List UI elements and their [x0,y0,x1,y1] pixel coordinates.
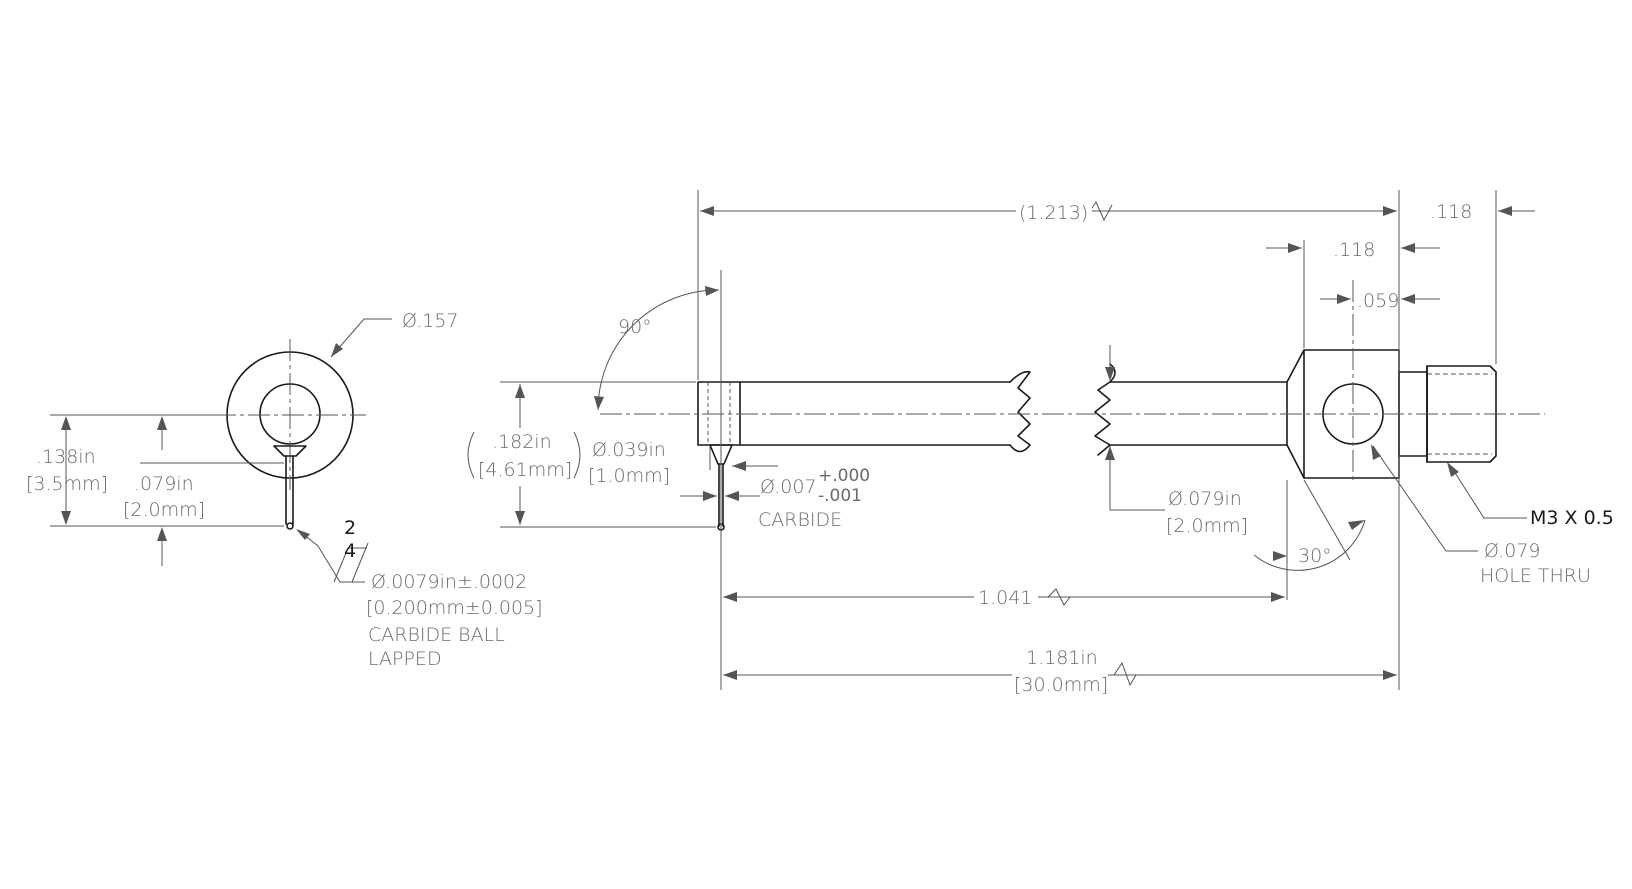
grade-slash [351,542,369,583]
shaft-dia-mm-label: [2.0mm] [1166,515,1248,537]
grade-symbol [333,547,367,583]
leader-thread [1449,464,1527,519]
tip-cone [709,444,733,465]
shaft-len-label: 1.041 [978,587,1032,609]
arrow-center-down [157,527,167,541]
overall-in-label: 1.181in [1026,647,1098,669]
pin-dia-mm-label: [1.0mm] [588,465,670,487]
thread-hidden [1427,373,1492,455]
width-mm-label: [4.61mm] [478,459,572,481]
arrow-pin [732,461,746,471]
tol-minus-label: -.001 [818,486,862,506]
arrow-ball [296,529,310,540]
hole-dia-label: Ø.079 [1484,540,1541,562]
ball-finish-label: LAPPED [368,648,442,670]
break-left [1009,370,1031,453]
shaft-left [739,381,1011,446]
width-label-bg [476,428,572,486]
arrow-head-left [1288,243,1302,253]
outer-dia-label: Ø.157 [402,310,459,332]
width-in-label: .182in [492,431,552,453]
end-view-stylus-cone [273,445,307,457]
angle-arc-90 [597,289,720,411]
stylus-dia-label: Ø.007 [760,476,817,498]
leader-hole [1372,445,1478,552]
height-mm-label: [3.5mm] [26,473,108,495]
leader-outer-dia [330,318,392,358]
ball-material-label: CARBIDE BALL [368,624,505,646]
angle-tip-label: 90° [618,316,652,338]
break-right [1094,381,1111,456]
center-mm-label: [2.0mm] [123,499,205,521]
arrow-shaft-top [1105,367,1115,381]
ref-break [1089,200,1113,222]
arrow-stylus-left [703,491,717,501]
break-right-top [1109,363,1116,383]
shaft-len-break [1047,588,1071,606]
grade-bottom-label: 4 [344,540,356,562]
overall-break [1113,661,1137,687]
arrow-shaft-left [723,592,737,602]
arrow-chamfer-right [1348,520,1365,530]
ball-dia-mm-label: [0.200mm±0.005] [366,597,543,619]
arrow-arc-bottom [594,396,604,410]
thread-len-label: .118 [1430,201,1472,223]
arrow-chamfer-left [1273,551,1287,561]
chamfer-angle-label: 30° [1298,545,1332,567]
arrow-stylus-right [725,491,739,501]
end-view-stylus-stem [285,455,294,525]
arrow-center-up [157,416,167,430]
side-view: (1.213) .118 .118 .059 90° .182in [4.61m… [467,190,1614,698]
arrow-outer-dia [331,343,343,357]
chamfer-ext [1303,479,1351,561]
arrow-hole [1371,444,1381,460]
arrow-overall-left [723,670,737,680]
arrow-up [61,416,71,430]
arrow-shaft-dia [1105,446,1115,460]
arrow-overall-right [1383,670,1397,680]
tol-plus-label: +.000 [818,466,870,486]
ball-dia-in-label: Ø.0079in±.0002 [371,571,527,593]
arrow-width-top [515,384,525,398]
head-len-label: .118 [1333,239,1375,261]
head-half-label: .059 [1357,290,1399,312]
arrow-arc-top [705,286,719,296]
overall-ref-label: (1.213) [1019,202,1088,224]
shaft-right [1109,381,1288,446]
arrow-half-right [1401,294,1415,304]
end-view: Ø.157 .138in [3.5mm] .079in [2.0mm] 2 4 … [26,310,543,670]
leader-shaft-dia [1109,446,1165,511]
arrow-shaft-right [1271,592,1285,602]
arrow-thread-len [1498,206,1512,216]
hole-type-label: HOLE THRU [1480,565,1591,587]
paren-left [467,431,475,479]
tip-stylus [718,463,724,527]
arrow-half-left [1337,294,1351,304]
center-in-label: .079in [134,473,194,495]
arrow-width-bottom [515,511,525,525]
overall-label-bg [1012,646,1108,698]
end-view-ball [286,522,294,530]
arrow-ref-left [700,206,714,216]
ref-label-bg [1016,200,1092,222]
thread-spec-label: M3 X 0.5 [1530,507,1614,529]
grade-top-label: 2 [344,517,356,539]
arrow-thread [1447,462,1459,477]
pin-dia-in-label: Ø.039in [592,439,666,461]
stylus-material-label: CARBIDE [758,509,842,531]
overall-mm-label: [30.0mm] [1014,674,1108,696]
shaft-dia-in-label: Ø.079in [1168,488,1242,510]
arrow-down [61,511,71,525]
arrow-ref-right [1383,206,1397,216]
height-in-label: .138in [36,446,96,468]
paren-right [573,431,581,479]
shaft-len-label-bg [974,585,1038,609]
arrow-head-right [1401,243,1415,253]
chamfer-arc [1253,519,1366,571]
